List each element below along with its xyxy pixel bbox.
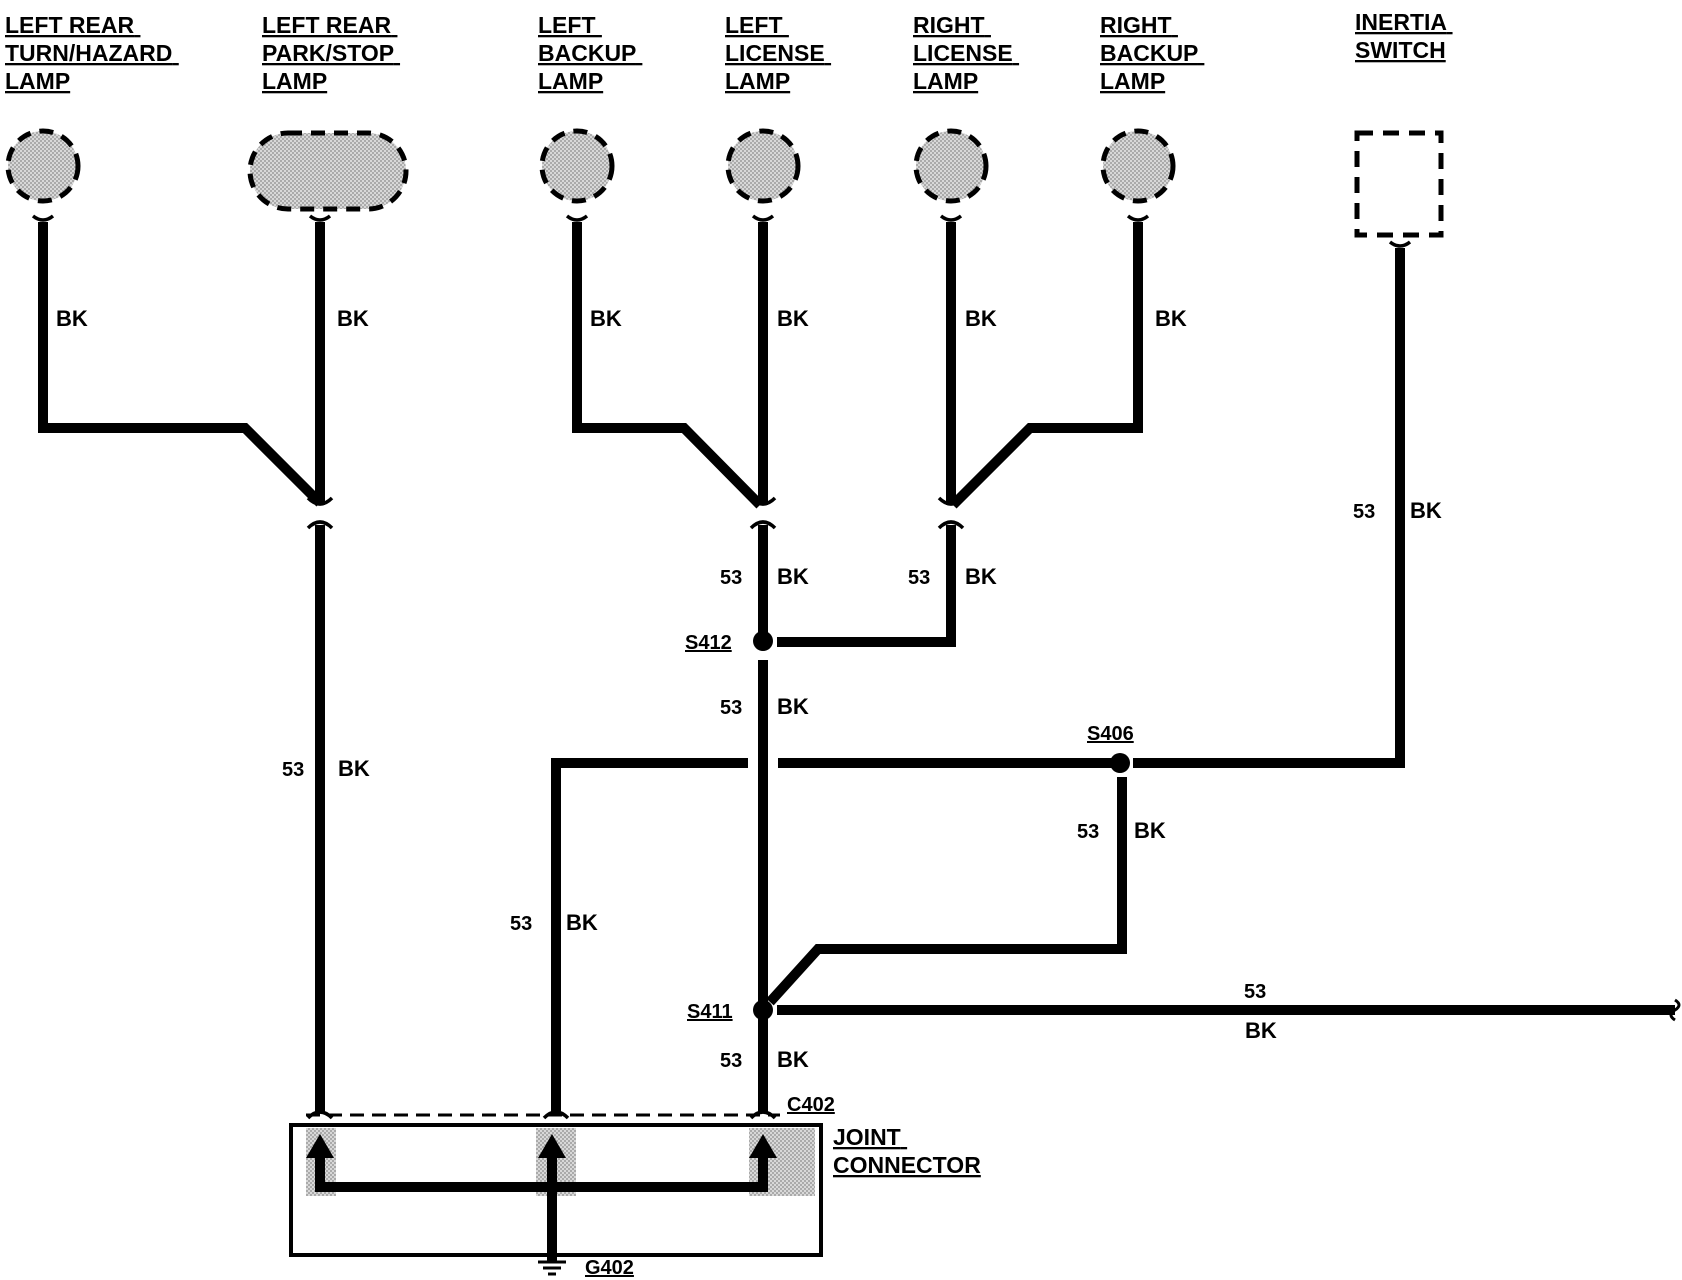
lamp-shapes — [5, 128, 1176, 212]
inline-left-license-bottom — [749, 520, 777, 530]
wire-color: BK — [1134, 818, 1166, 843]
circuit-number: 53 — [1244, 981, 1266, 1003]
wire-color: BK — [1155, 306, 1187, 331]
wire-color: BK — [777, 1047, 809, 1072]
wire-color: BK — [56, 306, 88, 331]
circuit-number: 53 — [282, 759, 304, 781]
right-license-lamp — [913, 128, 989, 204]
joint-connector-arrows — [306, 1134, 777, 1158]
left-backup-lamp — [539, 128, 615, 204]
c402-label: C402 — [787, 1094, 835, 1116]
wire-color: BK — [566, 910, 598, 935]
inline-right-license-bottom — [937, 520, 965, 530]
wire-break-icon — [1669, 998, 1681, 1022]
wire-color: BK — [965, 564, 997, 589]
wire-color-labels: BK BK BK BK BK BK BK BK BK BK BK BK BK B… — [56, 306, 1442, 1072]
wire-inertia-switch — [1133, 248, 1405, 768]
wire-color: BK — [590, 306, 622, 331]
terminal-right-backup-lamp — [1126, 214, 1150, 222]
splice-s411-label: S411 — [687, 1001, 733, 1023]
arrow-up-icon — [306, 1134, 334, 1158]
splice-s412 — [753, 631, 773, 651]
circuit-number: 53 — [908, 567, 930, 589]
right-backup-lamp — [1100, 128, 1176, 204]
wire-color: BK — [1410, 498, 1442, 523]
splice-s411 — [753, 1000, 773, 1020]
wire-crossing-left — [551, 758, 748, 1112]
terminal-right-license-lamp — [939, 214, 963, 222]
terminal-marks — [31, 214, 1412, 1120]
wire-left-backup-lamp — [572, 222, 764, 509]
joint-connector-label: JOINT CONNECTOR — [833, 1124, 981, 1178]
terminal-left-backup-lamp — [565, 214, 589, 222]
left-rear-park-stop-lamp-label: LEFT REAR PARK/STOP LAMP — [262, 12, 400, 94]
terminal-left-park-lamp — [308, 214, 332, 222]
left-rear-turn-hazard-lamp-label: LEFT REAR TURN/HAZARD LAMP — [5, 12, 179, 94]
circuit-number: 53 — [1077, 821, 1099, 843]
wire-s406-to-s411 — [766, 777, 1127, 1006]
wires — [38, 222, 1675, 1112]
circuit-number-labels: 53 53 53 53 53 53 53 53 53 — [282, 501, 1375, 1072]
arrow-up-icon — [538, 1134, 566, 1158]
wire-right-backup-lamp — [949, 222, 1143, 509]
wire-left-turn-lamp — [38, 222, 324, 507]
terminal-inertia-switch — [1388, 240, 1412, 248]
inertia-switch-label: INERTIA SWITCH — [1355, 9, 1453, 63]
wire-color: BK — [1245, 1018, 1277, 1043]
circuit-number: 53 — [720, 567, 742, 589]
left-license-lamp — [725, 128, 801, 204]
left-license-lamp-label: LEFT LICENSE LAMP — [725, 12, 831, 94]
wire-color: BK — [777, 694, 809, 719]
left-rear-park-stop-lamp — [247, 130, 409, 212]
inline-left-license-top — [749, 496, 777, 506]
left-backup-lamp-label: LEFT BACKUP LAMP — [538, 12, 642, 94]
ground-g402-label: G402 — [585, 1257, 634, 1279]
wire-color: BK — [777, 564, 809, 589]
left-rear-turn-hazard-lamp — [5, 128, 81, 204]
inline-left-rear-top — [306, 496, 334, 506]
c402-terminal-2 — [542, 1110, 570, 1120]
circuit-number: 53 — [1353, 501, 1375, 523]
arrow-up-icon — [749, 1134, 777, 1158]
wire-color: BK — [337, 306, 369, 331]
splice-s406 — [1110, 753, 1130, 773]
inertia-switch — [1354, 130, 1444, 238]
joint-connector-bus — [315, 1152, 768, 1262]
inline-right-license-top — [937, 496, 965, 506]
wire-color: BK — [965, 306, 997, 331]
right-license-lamp-label: RIGHT LICENSE LAMP — [913, 12, 1019, 94]
terminal-left-turn-lamp — [31, 214, 55, 222]
right-backup-lamp-label: RIGHT BACKUP LAMP — [1100, 12, 1204, 94]
circuit-number: 53 — [720, 1050, 742, 1072]
circuit-number: 53 — [720, 697, 742, 719]
ground-icon — [538, 1260, 566, 1276]
terminal-left-license-lamp — [751, 214, 775, 222]
circuit-number: 53 — [510, 913, 532, 935]
wire-color: BK — [338, 756, 370, 781]
wire-right-license-to-s412 — [777, 525, 956, 647]
inline-left-rear-bottom — [306, 520, 334, 530]
splice-s406-label: S406 — [1087, 723, 1134, 745]
splice-s412-label: S412 — [685, 632, 732, 654]
wire-color: BK — [777, 306, 809, 331]
